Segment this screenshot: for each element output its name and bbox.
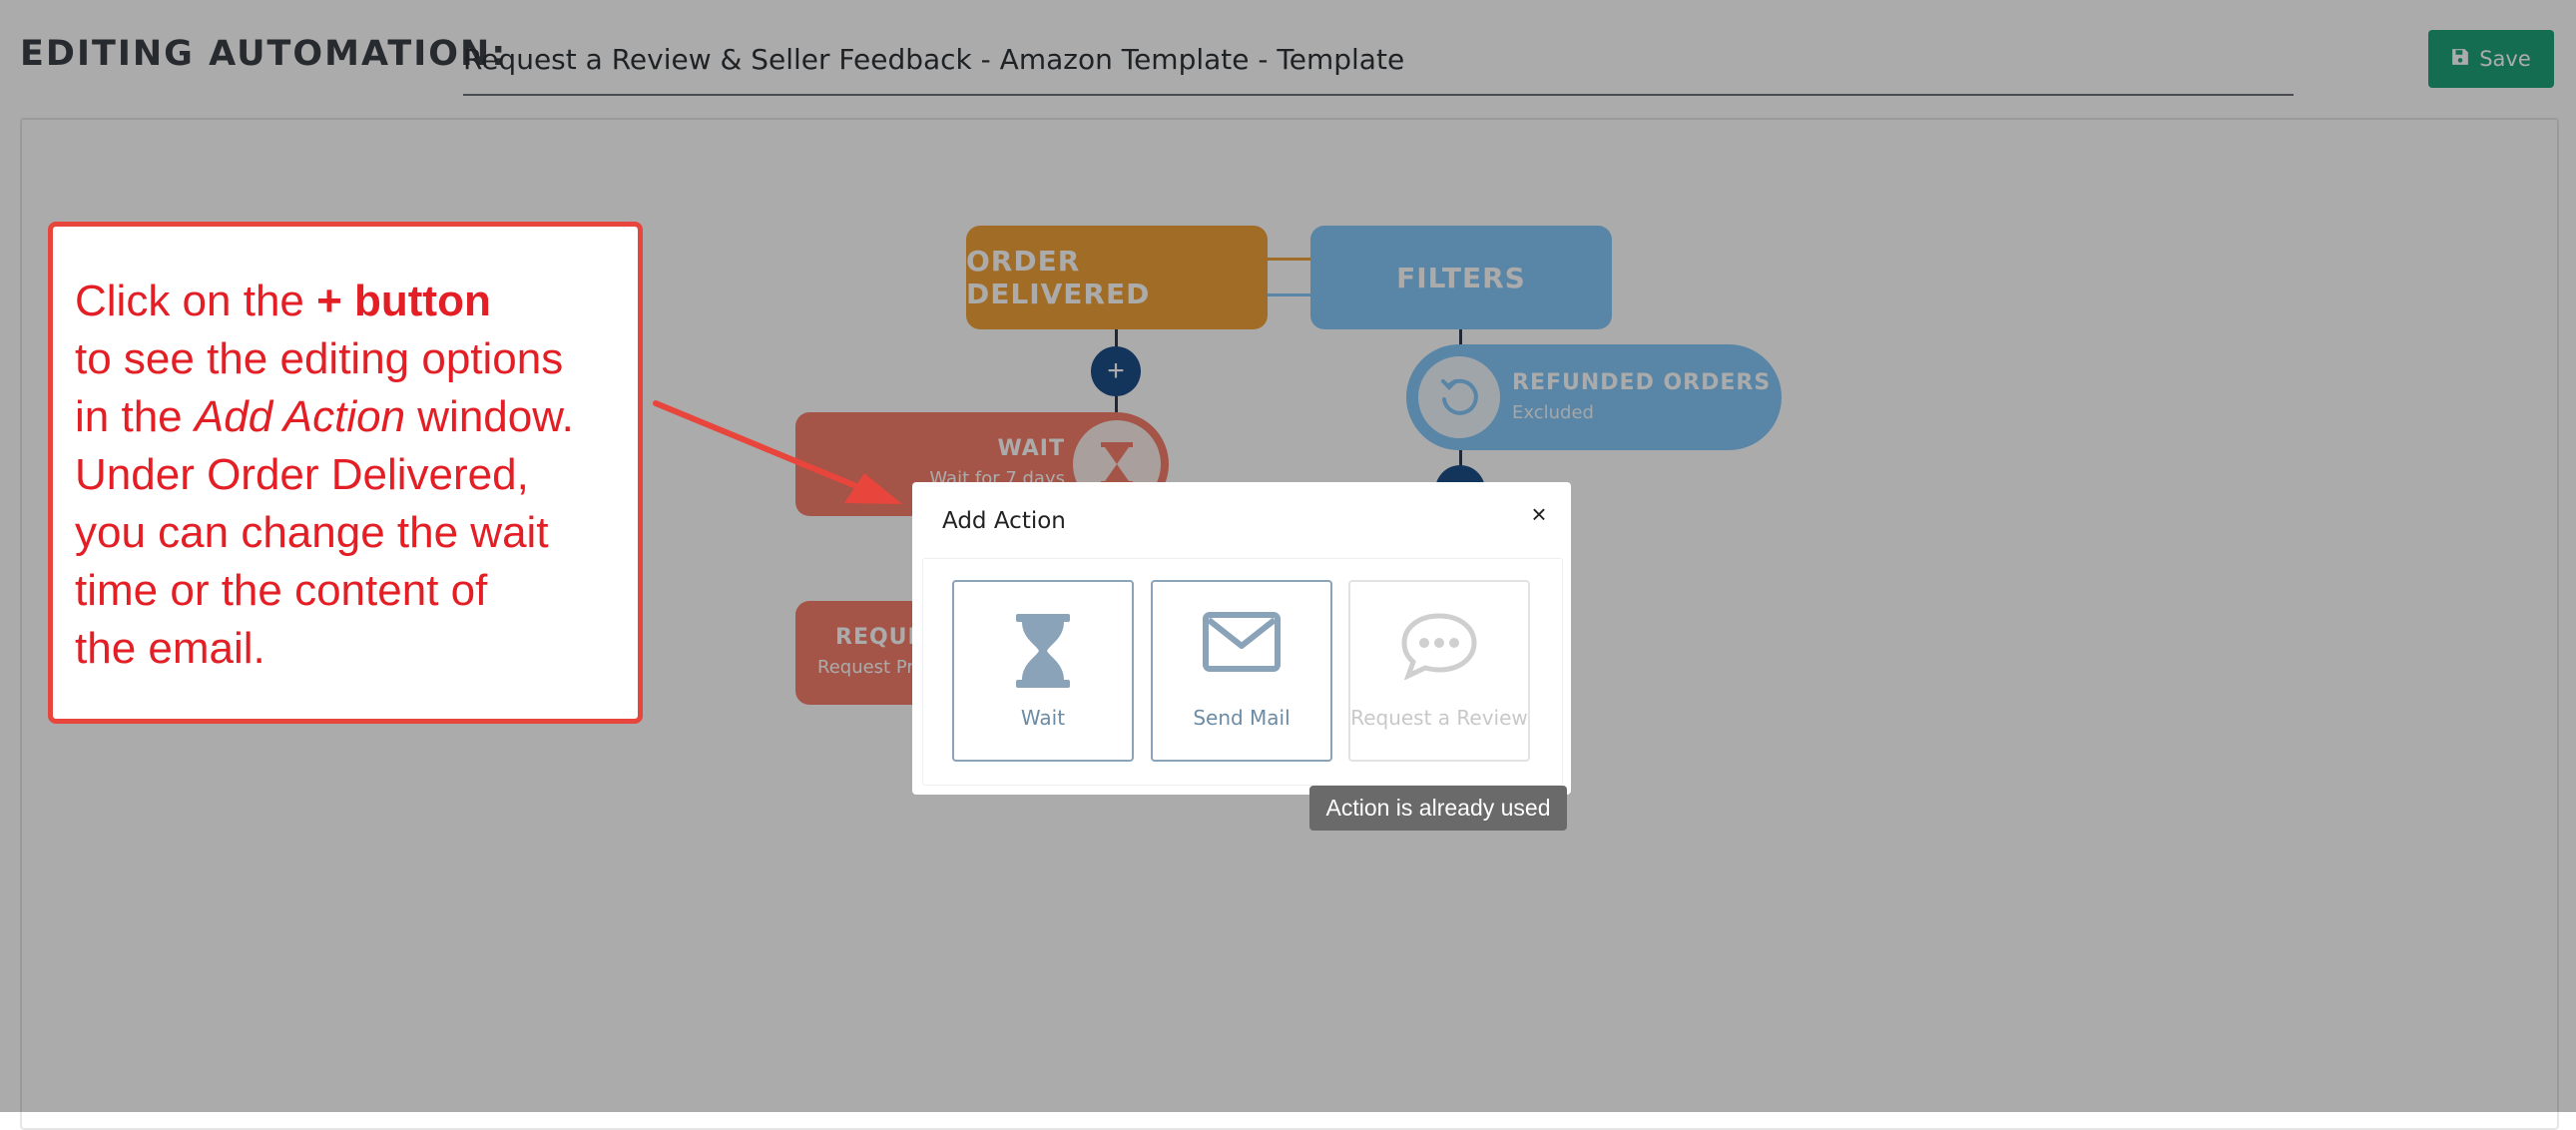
callout-line1-prefix: Click on the xyxy=(75,277,317,325)
callout-line5: you can change the wait xyxy=(75,508,549,557)
envelope-icon xyxy=(1203,612,1281,676)
add-action-plus-button[interactable]: + xyxy=(1091,346,1141,396)
floppy-disk-icon xyxy=(2451,47,2469,71)
tutorial-callout: Click on the + button to see the editing… xyxy=(48,222,643,724)
filters-node[interactable]: FILTERS xyxy=(1310,226,1612,329)
action-request-review-button[interactable]: Request a Review xyxy=(1348,580,1530,762)
callout-line2: to see the editing options xyxy=(75,334,564,383)
callout-line4: Under Order Delivered, xyxy=(75,450,529,499)
refunded-orders-title: REFUNDED ORDERS xyxy=(1512,370,1772,395)
request-step-title: REQUE xyxy=(835,625,924,650)
connector-order-filters-bottom xyxy=(1268,293,1310,296)
callout-line3-italic: Add Action xyxy=(194,392,406,441)
connector-plus-wait xyxy=(1115,396,1118,412)
close-icon[interactable]: × xyxy=(1523,498,1555,530)
request-step-subtitle: Request Pr xyxy=(817,657,914,678)
add-action-modal: Add Action × Wait Send Mail Request a Re… xyxy=(912,482,1571,795)
callout-line3-suffix: window. xyxy=(405,392,574,441)
connector-order-plus xyxy=(1115,329,1118,347)
modal-body: Wait Send Mail Request a Review xyxy=(922,558,1563,786)
callout-text: Click on the + button to see the editing… xyxy=(75,273,628,678)
save-button-label: Save xyxy=(2479,47,2531,71)
wait-step-title: WAIT xyxy=(997,436,1065,461)
order-delivered-trigger[interactable]: ORDER DELIVERED xyxy=(966,226,1268,329)
page-title: EDITING AUTOMATION: xyxy=(20,34,508,74)
connector-order-filters-top xyxy=(1268,258,1310,261)
action-wait-label: Wait xyxy=(1020,706,1066,730)
hourglass-icon xyxy=(1014,612,1072,694)
connector-refunded-next xyxy=(1459,450,1462,466)
save-button[interactable]: Save xyxy=(2428,30,2554,88)
refunded-orders-subtitle: Excluded xyxy=(1512,402,1594,423)
action-request-review-label: Request a Review xyxy=(1350,706,1528,730)
callout-line1-bold: + button xyxy=(316,277,491,325)
automation-name-input[interactable] xyxy=(463,24,2294,96)
undo-icon xyxy=(1414,352,1504,442)
modal-title: Add Action xyxy=(942,508,1066,534)
action-used-tooltip: Action is already used xyxy=(1309,786,1567,831)
connector-filters-refunded xyxy=(1459,329,1462,344)
chat-bubble-icon xyxy=(1400,612,1478,684)
callout-line7: the email. xyxy=(75,624,265,673)
action-send-mail-label: Send Mail xyxy=(1193,706,1290,730)
refunded-orders-filter[interactable]: REFUNDED ORDERS Excluded xyxy=(1406,344,1782,450)
action-wait-button[interactable]: Wait xyxy=(952,580,1134,762)
callout-line3-prefix: in the xyxy=(75,392,195,441)
callout-line6: time or the content of xyxy=(75,566,488,615)
action-send-mail-button[interactable]: Send Mail xyxy=(1151,580,1332,762)
